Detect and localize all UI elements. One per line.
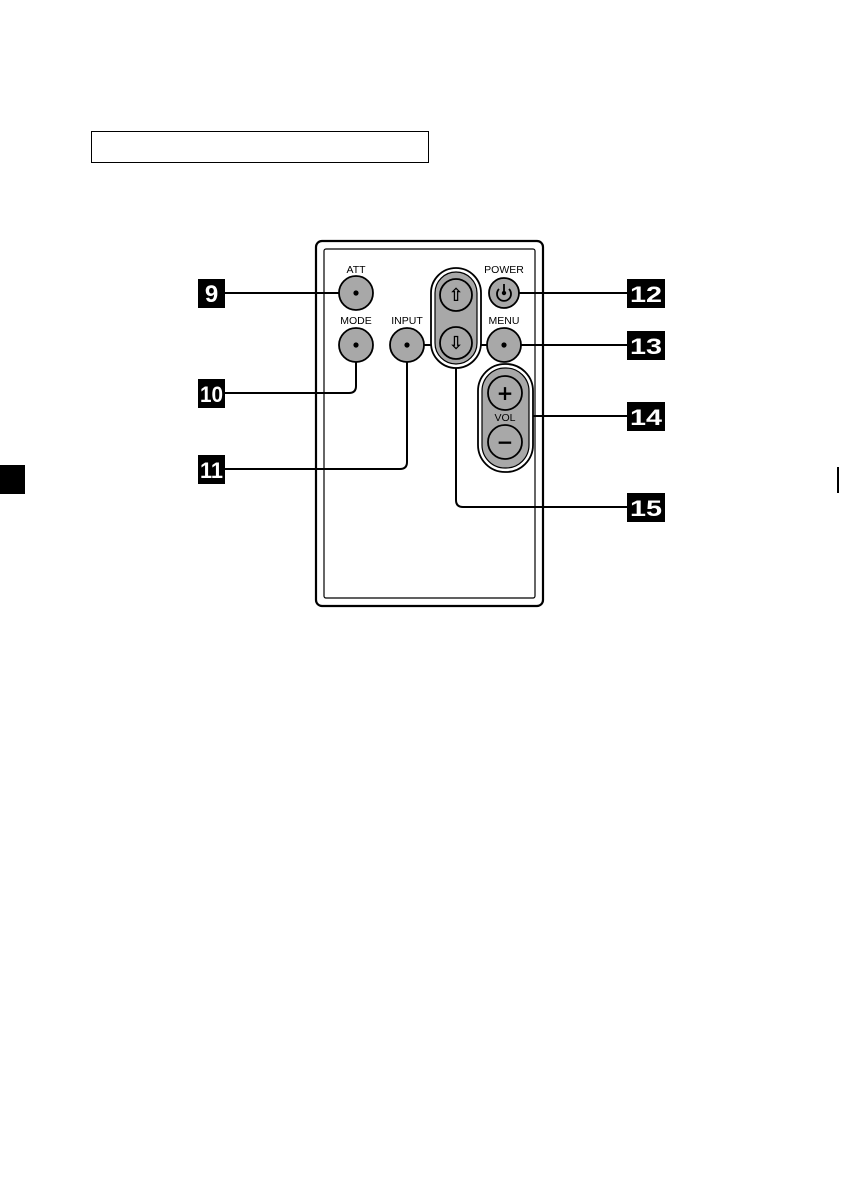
callout-number: 9 <box>205 281 218 308</box>
callout-att: 9 <box>198 279 225 308</box>
menu-label: MENU <box>489 315 520 327</box>
minus-icon: − <box>497 430 514 454</box>
plus-icon: + <box>497 381 514 405</box>
callout-number: 14 <box>630 405 663 430</box>
callout-menu: 13 <box>627 331 665 360</box>
callout-number: 11 <box>200 458 223 483</box>
callout-input: 11 <box>198 455 225 484</box>
power-label: POWER <box>484 264 524 276</box>
callout-number: 15 <box>630 496 662 521</box>
input-label: INPUT <box>391 315 423 327</box>
callout-number: 13 <box>630 334 662 359</box>
callout-number: 10 <box>200 382 223 407</box>
callout-updown: 15 <box>627 493 665 522</box>
vol-label: VOL <box>494 412 515 424</box>
up-arrow-icon: ⇧ <box>448 285 463 306</box>
callout-power: 12 <box>627 279 665 308</box>
att-label: ATT <box>346 264 366 276</box>
callout-mode: 10 <box>198 379 225 408</box>
callout-number: 12 <box>630 282 662 307</box>
down-arrow-icon: ⇩ <box>448 333 463 354</box>
mode-label: MODE <box>340 315 372 327</box>
callout-vol: 14 <box>627 402 665 431</box>
